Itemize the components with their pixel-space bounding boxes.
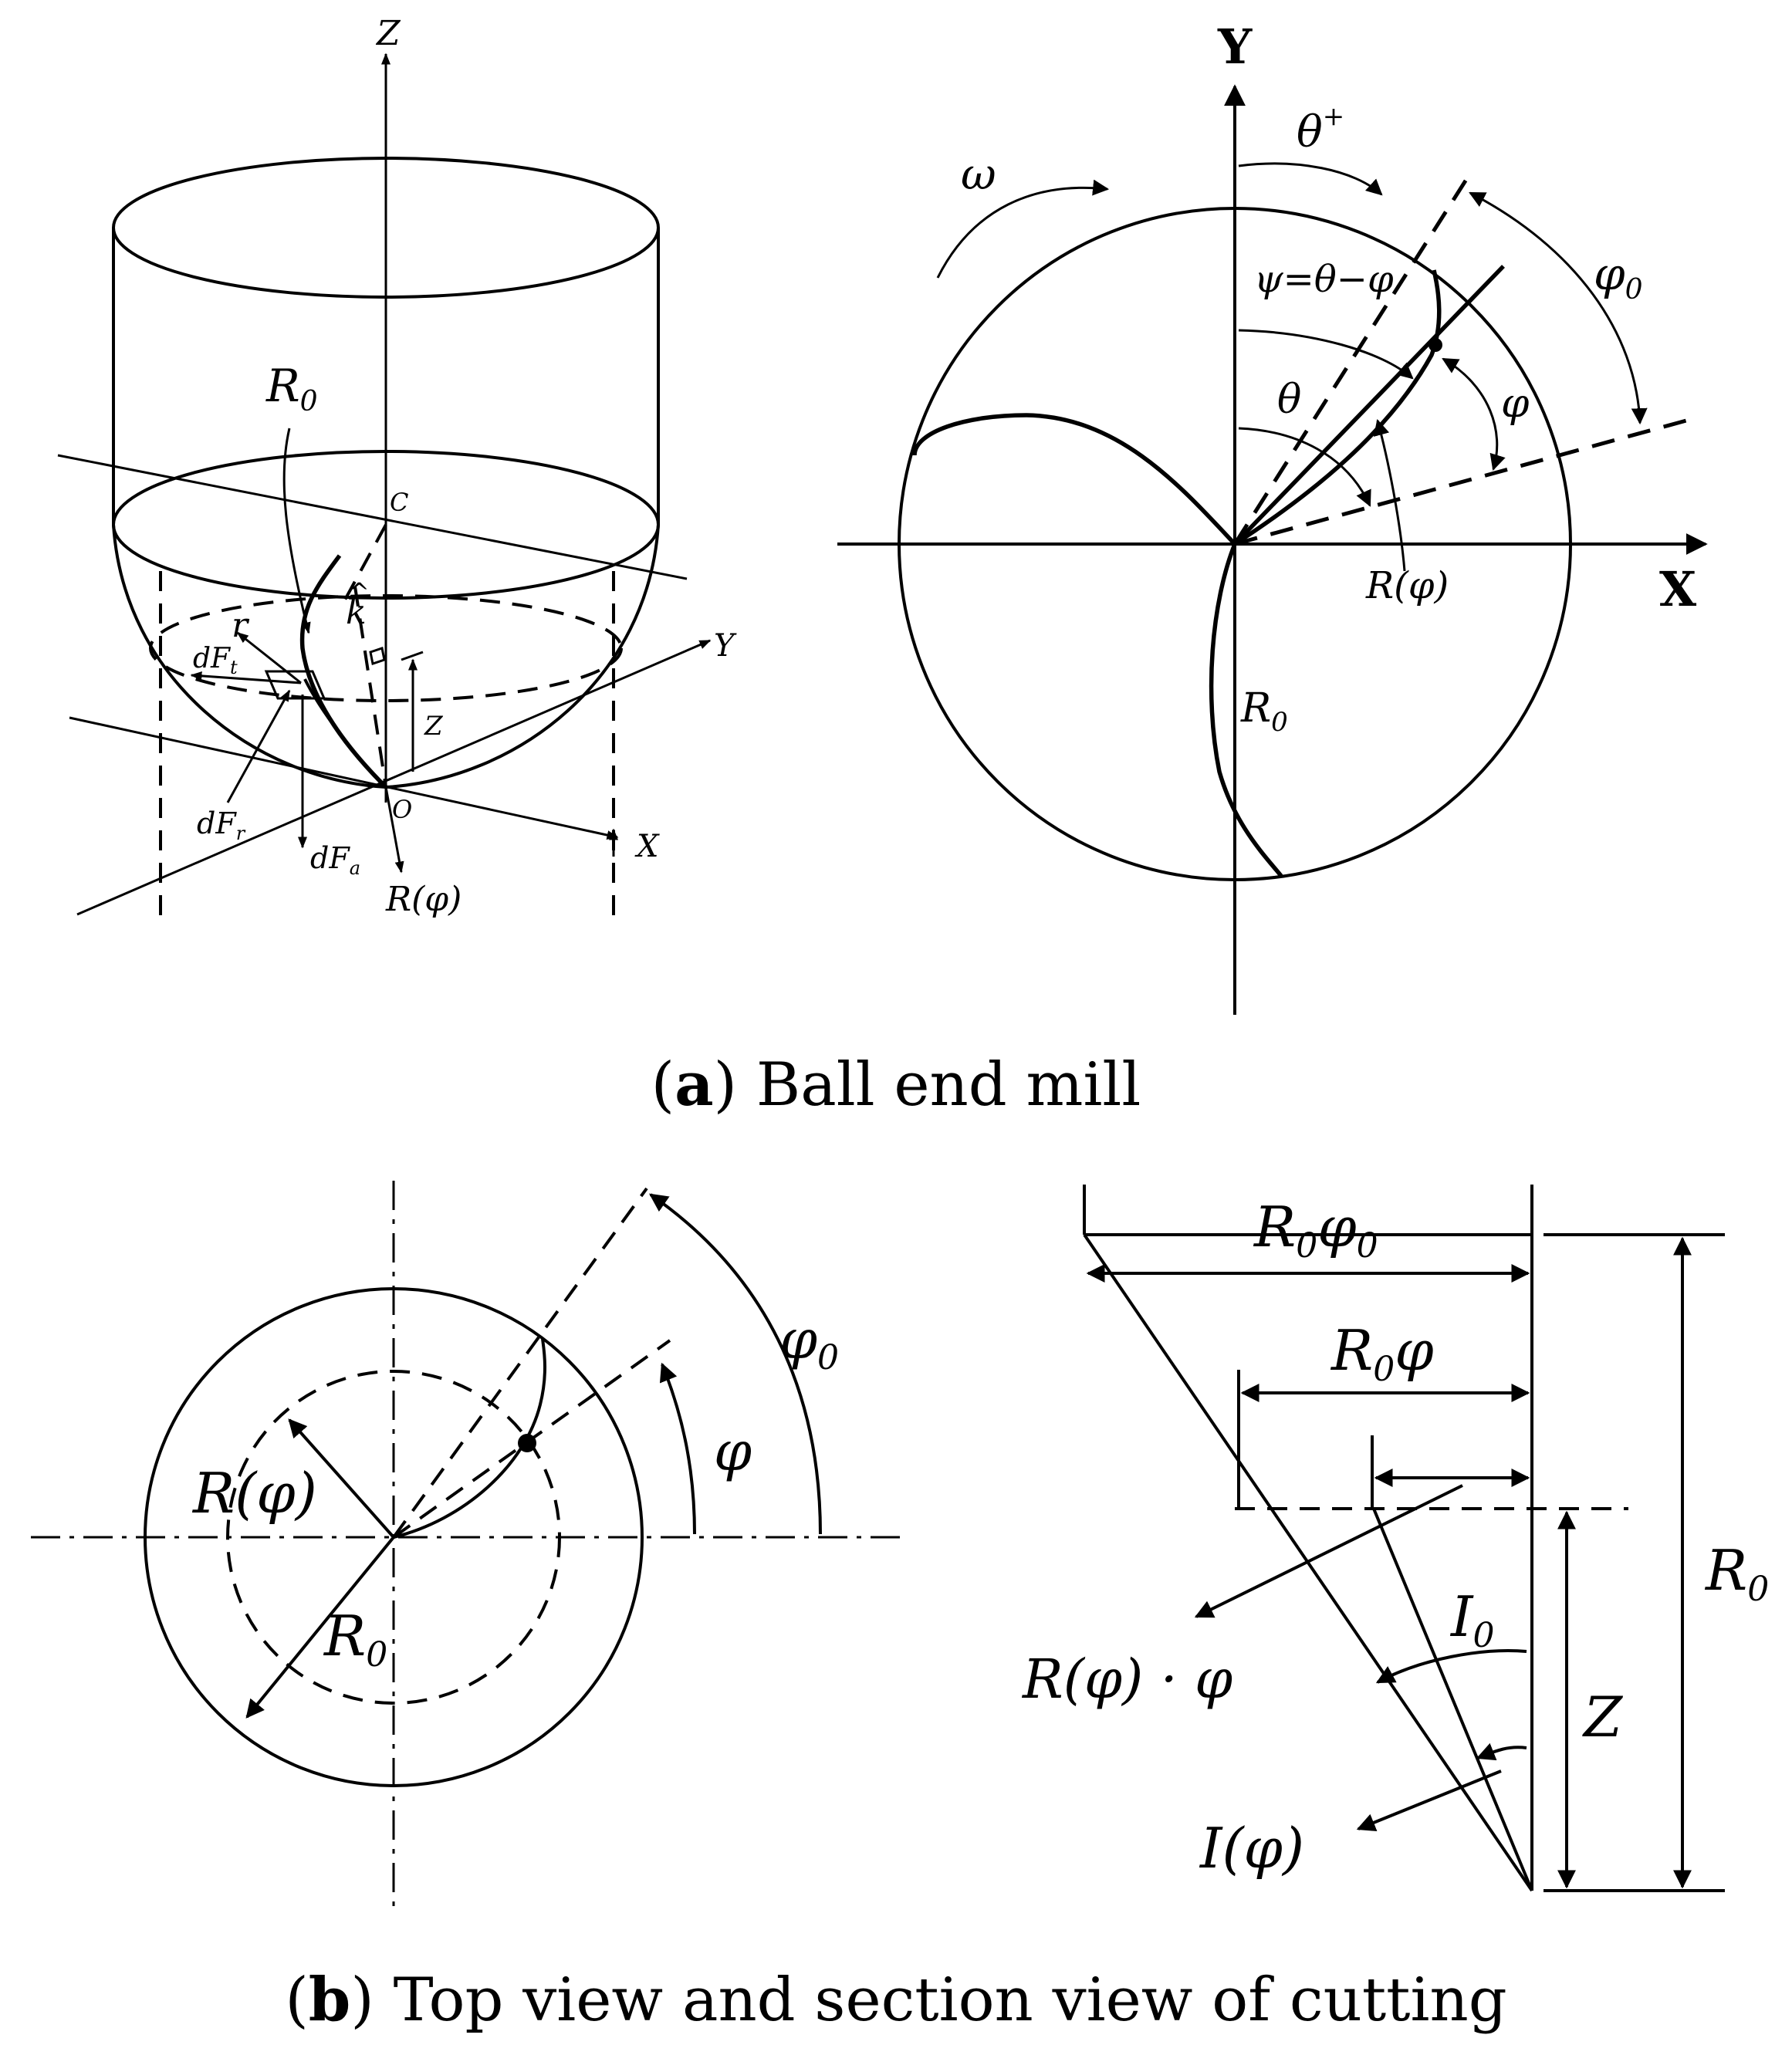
label-psi-equation: ψ=θ−φ bbox=[1254, 258, 1394, 301]
label-theta-plus: θ+ bbox=[1297, 101, 1344, 157]
label-dfr: dFr bbox=[197, 806, 246, 844]
theta-arc bbox=[1238, 427, 1371, 507]
ball-end-mill-top-view: Y X ω θ+ φ0 ψ=θ−φ θ φ R(φ) R0 bbox=[837, 19, 1708, 1015]
dft-arrow bbox=[190, 671, 302, 684]
section-inner-line bbox=[1372, 1508, 1533, 1891]
dashed-radial-phi0 bbox=[392, 1187, 648, 1539]
label-i0: I0 bbox=[1449, 1584, 1494, 1655]
label-r0-section: R0 bbox=[1704, 1538, 1769, 1609]
rphi-arrow-3d bbox=[384, 786, 404, 874]
cutting-edge-arc bbox=[393, 1338, 546, 1539]
phi0-arc bbox=[1469, 191, 1648, 425]
cutting-section-view: R0φ0 R0φ R(φ) · φ I0 Z R0 I(φ) bbox=[1021, 1185, 1769, 1892]
label-y-axis-3d: Y bbox=[714, 628, 737, 664]
label-r0phi0: R0φ0 bbox=[1253, 1195, 1378, 1266]
phi-angle-arc bbox=[659, 1362, 696, 1535]
dfr-arrow bbox=[226, 689, 291, 803]
iphi-pointer bbox=[1356, 1769, 1502, 1832]
label-x-axis-3d: X bbox=[634, 829, 660, 864]
dashed-inner-ellipse bbox=[149, 594, 623, 702]
caption-a: (a) Ball end mill bbox=[651, 1050, 1141, 1120]
label-omega: ω bbox=[961, 150, 996, 200]
label-theta: θ bbox=[1277, 377, 1301, 423]
omega-rotation-arrow bbox=[936, 179, 1110, 279]
label-phi0-b: φ0 bbox=[779, 1308, 839, 1377]
edge-curve-bottom bbox=[1209, 543, 1283, 877]
label-dfa: dFa bbox=[310, 841, 360, 879]
label-phi0-top: φ0 bbox=[1594, 248, 1643, 306]
label-dft: dFt bbox=[193, 643, 238, 678]
label-r: r bbox=[232, 606, 250, 645]
cutting-edge-curve-2 bbox=[303, 678, 387, 789]
inner-dashed-circle bbox=[226, 1370, 561, 1705]
radial-line-dashed-lower bbox=[1234, 418, 1687, 546]
cutting-top-view: φ0 φ R(φ) R0 bbox=[31, 1181, 903, 1906]
label-rphi-top: R(φ) bbox=[1365, 564, 1449, 607]
label-y-axis-top: Y bbox=[1217, 19, 1253, 75]
rphi-phi-pointer bbox=[1194, 1484, 1463, 1618]
label-iphi: I(φ) bbox=[1199, 1816, 1304, 1881]
z-height-tick bbox=[401, 651, 424, 661]
r-arrow bbox=[236, 631, 302, 684]
oblique-axis-upper bbox=[57, 454, 688, 580]
y-axis-line bbox=[76, 639, 712, 916]
label-center-c: C bbox=[390, 488, 408, 517]
radial-line-solid bbox=[1233, 265, 1505, 546]
label-r0-b: R0 bbox=[323, 1604, 387, 1675]
rphi-radius-arrow bbox=[288, 1418, 395, 1539]
phi-arc bbox=[1442, 357, 1506, 472]
cutting-edge-curve bbox=[299, 554, 387, 789]
cutting-point-dot bbox=[518, 1434, 536, 1452]
psi-arc bbox=[1238, 329, 1414, 380]
label-phi-b: φ bbox=[714, 1420, 752, 1483]
label-rphi-times-phi: R(φ) · φ bbox=[1021, 1648, 1232, 1711]
label-z-height: Z bbox=[424, 711, 444, 742]
edge-curve-left bbox=[912, 413, 1237, 546]
rphi-arrow-top bbox=[1373, 418, 1406, 572]
r0-radius-arrow bbox=[245, 1536, 395, 1719]
label-rphi-3d: R(φ) bbox=[385, 880, 462, 919]
label-z-section: Z bbox=[1582, 1685, 1624, 1749]
center-radius-dashed bbox=[338, 524, 387, 610]
caption-b: (b) Top view and section view of cutting bbox=[285, 1965, 1506, 2035]
top-view-circle bbox=[898, 207, 1572, 881]
contact-point-dot bbox=[1429, 338, 1442, 352]
iphi-arc-small bbox=[1476, 1742, 1527, 1761]
right-angle-marker bbox=[369, 647, 386, 665]
k-dashed bbox=[353, 586, 387, 788]
ball-end-mill-3d-view: Z R0 C r k ^ dFt dFr dFa Z O R(φ) Y X bbox=[57, 14, 737, 919]
r0-pointer-arrow bbox=[282, 428, 311, 634]
element-parallelogram bbox=[264, 670, 326, 700]
phi0-angle-arc bbox=[649, 1193, 822, 1535]
label-r0-top: R0 bbox=[1240, 685, 1288, 738]
theta-plus-arrow bbox=[1238, 162, 1383, 196]
label-z-axis: Z bbox=[375, 14, 401, 53]
edge-curve-right bbox=[1233, 269, 1442, 546]
label-rphi-b: R(φ) bbox=[191, 1461, 317, 1526]
label-r0phi: R0φ bbox=[1330, 1318, 1434, 1389]
label-k-hat-mark: ^ bbox=[349, 577, 370, 607]
label-origin-o: O bbox=[392, 795, 412, 824]
label-x-axis-top: X bbox=[1659, 561, 1697, 617]
label-r0-3d: R0 bbox=[265, 360, 318, 417]
i0-angle-arc bbox=[1375, 1649, 1527, 1684]
x-axis-line bbox=[69, 716, 619, 840]
outer-circle bbox=[144, 1287, 644, 1787]
label-phi-top: φ bbox=[1501, 380, 1530, 427]
radial-line-dashed-upper bbox=[1232, 168, 1475, 546]
label-k-hat: k bbox=[346, 593, 367, 632]
